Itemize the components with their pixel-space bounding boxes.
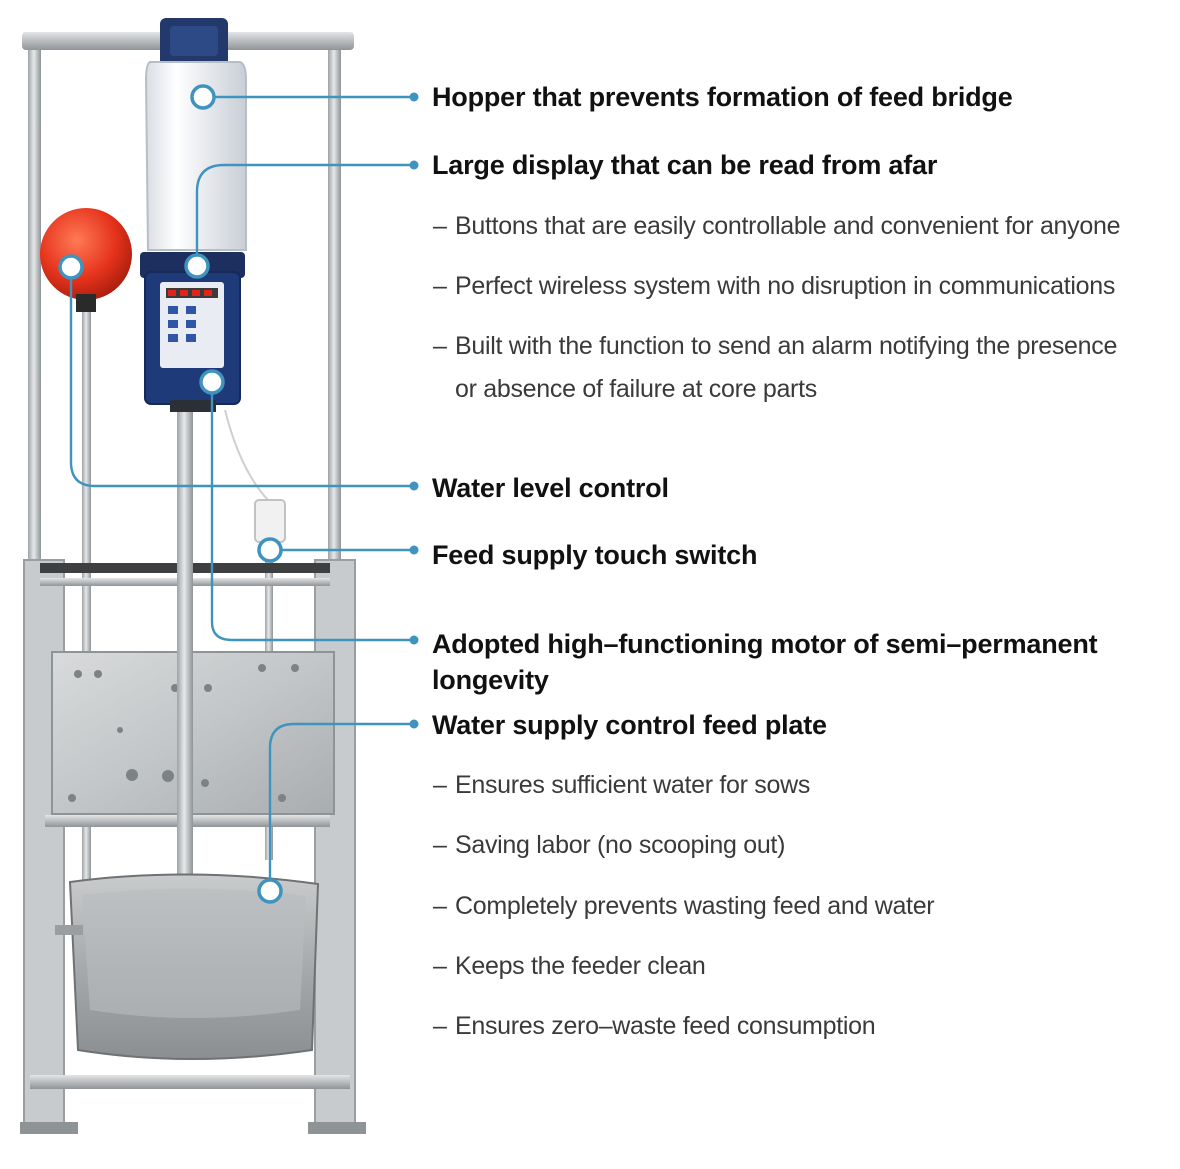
callout-motor-title: Adopted high–functioning motor of semi–p… [432,629,1098,695]
feed-plate-bullet-4: –Keeps the feeder clean [433,945,706,987]
display-bullet-2: –Perfect wireless system with no disrupt… [433,265,1115,307]
frame-side-right [314,559,356,1131]
marker-hopper [190,84,216,110]
bullet-text: Ensures zero–waste feed consumption [455,1012,876,1040]
callout-line-display [195,163,414,266]
callout-feed-plate-title: Water supply control feed plate [432,710,827,740]
feed-plate-bullet-1: –Ensures sufficient water for sows [433,764,810,806]
marker-water-level [58,254,84,280]
bullet-dash: – [433,771,447,799]
callout-water-level-title: Water level control [432,473,669,503]
bullet-text: Keeps the feeder clean [455,952,706,980]
trough-clamp [55,925,83,935]
callout-line-motor [210,382,414,642]
callout-touch-switch-title: Feed supply touch switch [432,540,758,570]
callout-hopper-title: Hopper that prevents formation of feed b… [432,82,1013,112]
bullet-text: Ensures sufficient water for sows [455,771,811,799]
bullet-dash: – [433,212,447,240]
callout-lines [69,95,414,891]
float-ball [40,208,132,300]
display-bullet-3-continued: or absence of failure at core parts [455,375,817,403]
frame-foot-left [20,1122,78,1134]
bullet-text: Built with the function to send an alarm… [455,332,1118,360]
bullet-dash: – [433,831,447,859]
controller-buttons [168,306,196,342]
switch-cable [224,409,269,501]
feed-plate-bullet-5: –Ensures zero–waste feed consumption [433,1005,876,1047]
display-bullet-3: –Built with the function to send an alar… [433,325,1117,367]
callout-dots [409,92,419,729]
float-ball-stem [76,294,96,312]
bullet-dash: – [433,272,447,300]
bullet-text: Buttons that are easily controllable and… [455,212,1121,240]
callout-line-feed-plate [268,722,414,891]
feed-plate-bullet-3: –Completely prevents wasting feed and wa… [433,885,935,927]
marker-motor [199,369,225,395]
marker-feed-plate [257,878,283,904]
frame-side-left [23,559,65,1131]
bullet-text: Perfect wireless system with no disrupti… [455,272,1116,300]
feed-plate-bullet-2: –Saving labor (no scooping out) [433,824,785,866]
callout-markers [58,84,283,904]
hopper-cap-face [170,26,218,56]
bullet-dash: – [433,1012,447,1040]
bullet-dash: – [433,892,447,920]
callout-line-water-level [69,267,414,488]
frame-crossbar-base [30,1075,350,1089]
callout-display-title: Large display that can be read from afar [432,150,938,180]
bullet-text: Saving labor (no scooping out) [455,831,786,859]
bullet-text: Completely prevents wasting feed and wat… [455,892,935,920]
bullet-dash: – [433,952,447,980]
drive-shaft [177,405,193,955]
marker-touch-switch [257,537,283,563]
bullet-dash: – [433,332,447,360]
marker-display [184,253,210,279]
trough-inner [82,888,306,1018]
display-bullet-1: –Buttons that are easily controllable an… [433,205,1120,247]
controller-display [166,288,218,298]
motor-housing [170,400,216,412]
frame-foot-right [308,1122,366,1134]
touch-switch-body [254,499,286,543]
hopper-body [144,61,247,251]
